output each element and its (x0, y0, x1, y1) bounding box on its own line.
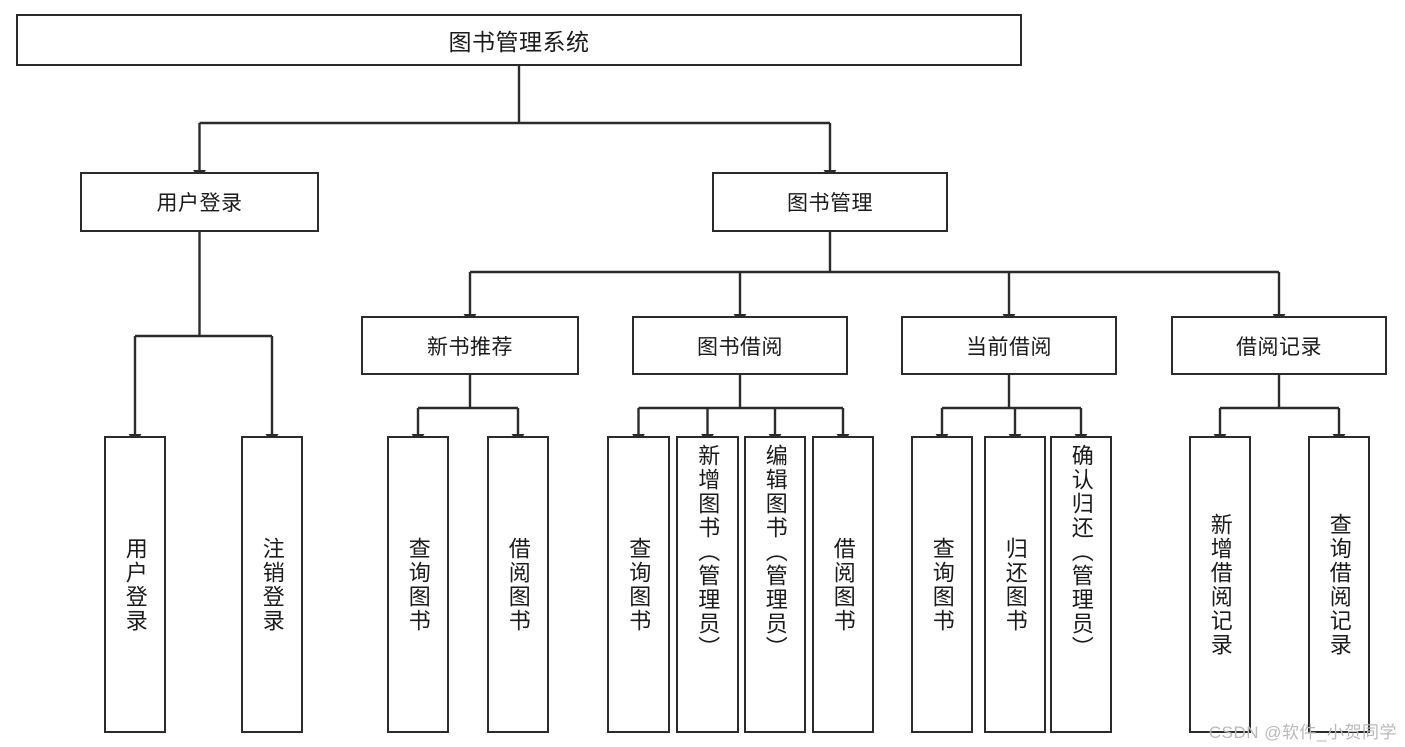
leaf-add-borrow-record-label: 新增借阅记录 (1207, 512, 1233, 657)
node-new-book-recommend-label: 新书推荐 (427, 335, 513, 359)
leaf-user-login-label: 用户登录 (122, 536, 148, 633)
node-root[interactable]: 图书管理系统 (16, 14, 1022, 66)
leaf-borrow-book-label: 借阅图书 (830, 536, 856, 633)
node-book-borrow-label: 图书借阅 (697, 335, 783, 359)
watermark-text: CSDN @软件_小贺同学 (1208, 723, 1397, 742)
leaf-query-book-current[interactable]: 查询图书 (911, 436, 973, 733)
node-root-label: 图书管理系统 (448, 29, 590, 55)
leaf-query-book-recommend[interactable]: 查询图书 (387, 436, 449, 733)
leaf-borrow-book-recommend[interactable]: 借阅图书 (487, 436, 549, 733)
leaf-query-borrow-record-label: 查询借阅记录 (1326, 512, 1352, 657)
leaf-return-book-label: 归还图书 (1002, 536, 1028, 633)
node-borrow-record-label: 借阅记录 (1236, 335, 1322, 359)
leaf-add-borrow-record[interactable]: 新增借阅记录 (1189, 436, 1251, 733)
leaf-add-book-admin-label: 新增图书（管理员） (695, 444, 721, 660)
node-user-login[interactable]: 用户登录 (80, 172, 319, 232)
leaf-logout-label: 注销登录 (259, 536, 285, 633)
leaf-add-book-admin[interactable]: 新增图书（管理员） (676, 436, 739, 733)
leaf-edit-book-admin[interactable]: 编辑图书（管理员） (744, 436, 806, 733)
leaf-confirm-return-admin-label: 确认归还（管理员） (1068, 444, 1094, 660)
leaf-confirm-return-admin[interactable]: 确认归还（管理员） (1050, 436, 1112, 733)
node-book-management[interactable]: 图书管理 (712, 172, 948, 232)
leaf-query-borrow-record[interactable]: 查询借阅记录 (1308, 436, 1370, 733)
leaf-query-book-recommend-label: 查询图书 (405, 536, 431, 633)
leaf-query-book-current-label: 查询图书 (929, 536, 955, 633)
leaf-query-book-borrow[interactable]: 查询图书 (607, 436, 670, 733)
leaf-return-book[interactable]: 归还图书 (984, 436, 1046, 733)
node-book-borrow[interactable]: 图书借阅 (632, 316, 848, 375)
leaf-logout[interactable]: 注销登录 (241, 436, 303, 733)
leaf-borrow-book[interactable]: 借阅图书 (812, 436, 874, 733)
node-current-borrow[interactable]: 当前借阅 (901, 316, 1117, 375)
node-borrow-record[interactable]: 借阅记录 (1171, 316, 1387, 375)
leaf-borrow-book-recommend-label: 借阅图书 (505, 536, 531, 633)
node-current-borrow-label: 当前借阅 (966, 335, 1052, 359)
node-user-login-label: 用户登录 (156, 192, 243, 215)
leaf-query-book-borrow-label: 查询图书 (626, 536, 652, 633)
node-book-management-label: 图书管理 (787, 192, 873, 215)
leaf-user-login[interactable]: 用户登录 (104, 436, 166, 733)
leaf-edit-book-admin-label: 编辑图书（管理员） (762, 444, 788, 660)
node-new-book-recommend[interactable]: 新书推荐 (361, 316, 579, 375)
